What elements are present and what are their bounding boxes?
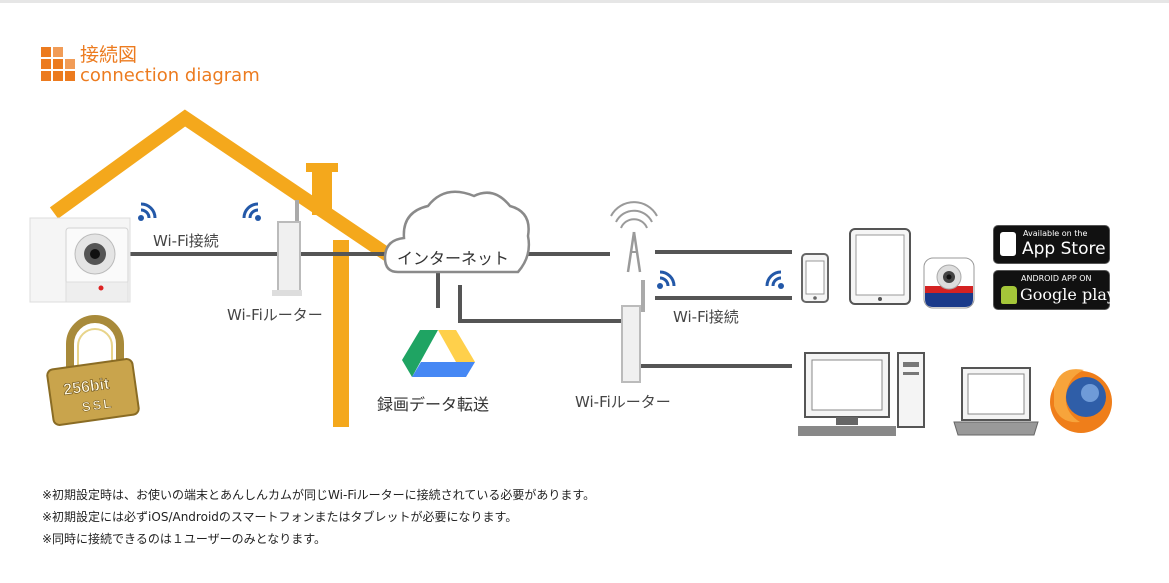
internet-label: インターネット — [397, 249, 510, 268]
ansin-cam-app-icon — [923, 257, 975, 309]
wifi-signal-icon — [242, 202, 261, 221]
ssl-padlock-icon: 256bit SSL — [46, 315, 140, 426]
wifi-connection-label: Wi-Fi接続 — [673, 308, 739, 326]
desktop-pc-icon — [798, 352, 925, 436]
grid-logo-icon — [41, 47, 75, 81]
google-play-small-text: ANDROID APP ON — [1021, 274, 1092, 283]
wifi-signal-icon — [657, 270, 676, 289]
tablet-icon — [849, 228, 911, 305]
google-play-big-text: Google play — [1020, 285, 1116, 304]
ssl-bit-text: 256bit — [62, 376, 111, 399]
internet-cloud-icon — [383, 190, 531, 274]
note-line: ※初期設定時は、お使いの端末とあんしんカムが同じWi-Fiルーターに接続されてい… — [42, 488, 596, 502]
camera-device-icon — [29, 217, 131, 303]
apple-logo-icon — [1000, 232, 1016, 256]
house-icon — [49, 109, 392, 427]
wifi-router-label: Wi-Fiルーター — [575, 393, 671, 411]
diagram-title-en: connection diagram — [80, 65, 260, 86]
app-store-big-text: App Store — [1022, 239, 1106, 259]
firefox-browser-icon — [1050, 369, 1112, 433]
connection-lines — [128, 250, 792, 368]
android-robot-icon — [1001, 286, 1017, 304]
wifi-router-label: Wi-Fiルーター — [227, 306, 323, 324]
wifi-signal-icon — [765, 270, 784, 289]
wifi-signal-icon — [138, 202, 157, 221]
recording-transfer-label: 録画データ転送 — [377, 395, 490, 414]
notes-section: ※初期設定時は、お使いの端末とあんしんカムが同じWi-Fiルーターに接続されてい… — [42, 484, 595, 550]
ssl-text: SSL — [81, 395, 114, 414]
wifi-connection-label: Wi-Fi接続 — [153, 232, 219, 250]
wifi-router-icon — [272, 200, 302, 296]
app-store-badge[interactable]: Available on the App Store — [993, 225, 1110, 264]
laptop-icon — [953, 367, 1039, 436]
note-line: ※初期設定には必ずiOS/Androidのスマートフォンまたはタブレットが必要に… — [42, 510, 518, 524]
smartphone-icon — [801, 253, 829, 303]
google-play-badge[interactable]: ANDROID APP ON Google play — [993, 270, 1116, 310]
wifi-router-icon — [621, 280, 645, 383]
google-drive-icon — [402, 330, 475, 377]
note-line: ※同時に接続できるのは１ユーザーのみとなります。 — [42, 532, 327, 546]
diagram-title-jp: 接続図 — [80, 44, 138, 66]
top-divider — [0, 0, 1169, 3]
app-store-small-text: Available on the — [1023, 229, 1088, 238]
antenna-tower-icon — [610, 201, 658, 273]
